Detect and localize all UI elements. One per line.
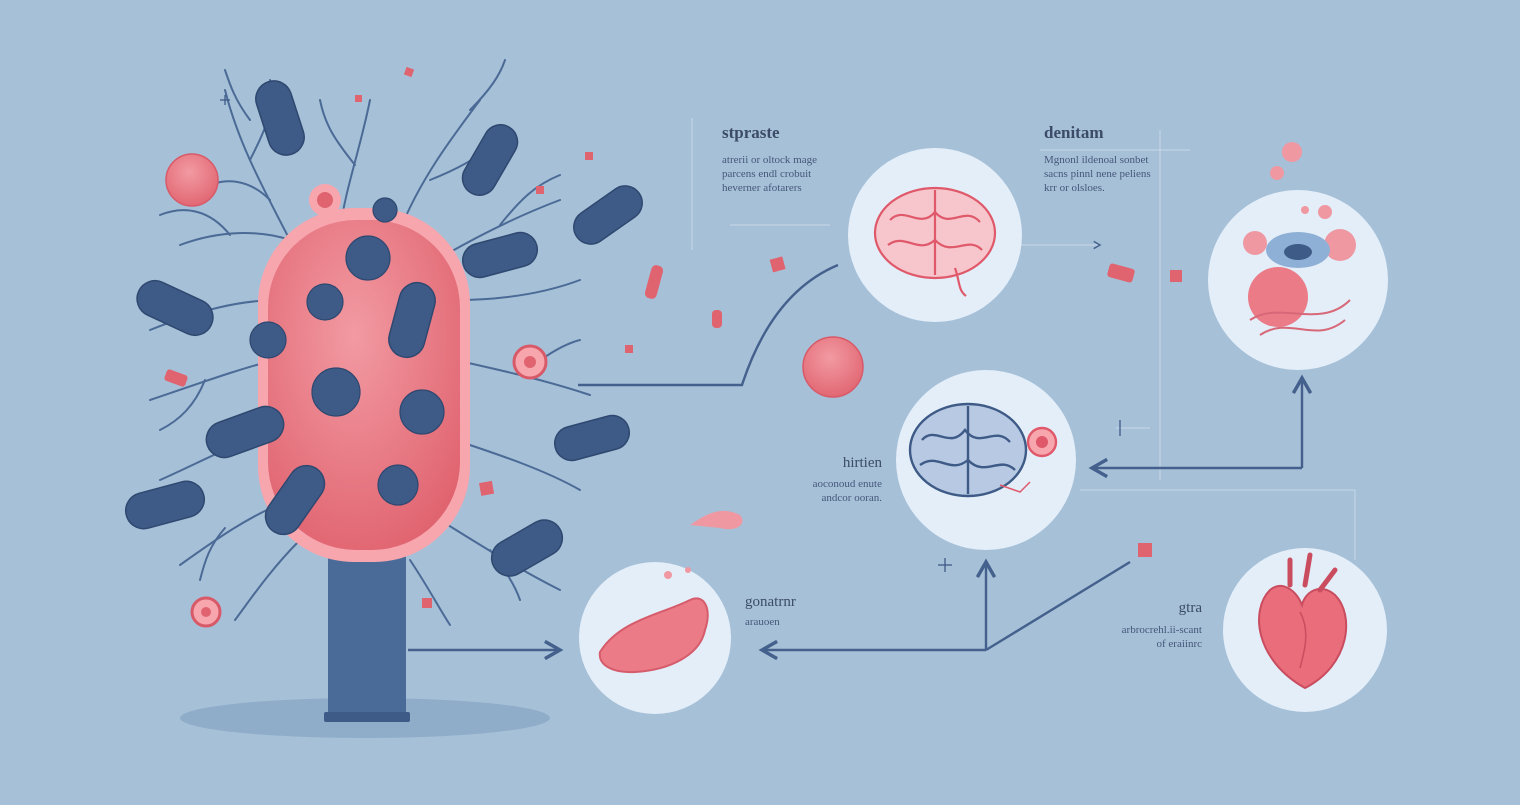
spiky-microbes bbox=[249, 197, 445, 506]
label-line: of eraiinrc bbox=[1156, 638, 1203, 650]
label-title: hirtien bbox=[842, 455, 882, 471]
label-top-left: stpraste atrerii or oltock mage parcens … bbox=[722, 123, 817, 195]
label-title: gonatrnr bbox=[745, 594, 796, 610]
label-bottom-right: gtra arbrocrehl.ii-scant of eraiinrc bbox=[1092, 600, 1202, 651]
label-top-right: denitam Mgnonl ildenoal sonbet sacns pin… bbox=[1044, 123, 1151, 195]
brain-blue-icon bbox=[908, 402, 1058, 498]
label-line: krr or olsloes. bbox=[1044, 182, 1105, 194]
label-middle: hirtien aoconoud enute andcor ooran. bbox=[770, 455, 882, 505]
label-bottom-center: gonatrnr arauoen bbox=[745, 594, 796, 629]
guide-lines bbox=[691, 118, 1356, 560]
label-line: parcens endl crobuit bbox=[722, 168, 812, 180]
bacteria-rods bbox=[124, 80, 643, 577]
label-line: arauoen bbox=[745, 616, 780, 628]
label-line: andcor ooran. bbox=[821, 492, 882, 504]
stomach-tissue-icon bbox=[598, 510, 743, 674]
label-title: stpraste bbox=[722, 123, 780, 142]
brain-pink-icon bbox=[873, 186, 997, 297]
connectors bbox=[408, 263, 1313, 661]
label-line: atrerii or oltock mage bbox=[722, 154, 817, 166]
heart-icon bbox=[1258, 552, 1348, 690]
label-line: sacns pinnl nene peliens bbox=[1044, 168, 1151, 180]
label-line: arbrocrehl.ii-scant bbox=[1121, 624, 1202, 636]
label-title: denitam bbox=[1044, 123, 1104, 142]
plus-marks bbox=[220, 95, 1121, 572]
label-line: aoconoud enute bbox=[812, 478, 882, 490]
pink-particles bbox=[164, 66, 1182, 628]
label-line: heverner afotarers bbox=[722, 182, 802, 194]
label-title: gtra bbox=[1178, 600, 1202, 616]
label-line: Mgnonl ildenoal sonbet bbox=[1044, 154, 1149, 166]
cells-cluster-icon bbox=[1243, 142, 1356, 336]
